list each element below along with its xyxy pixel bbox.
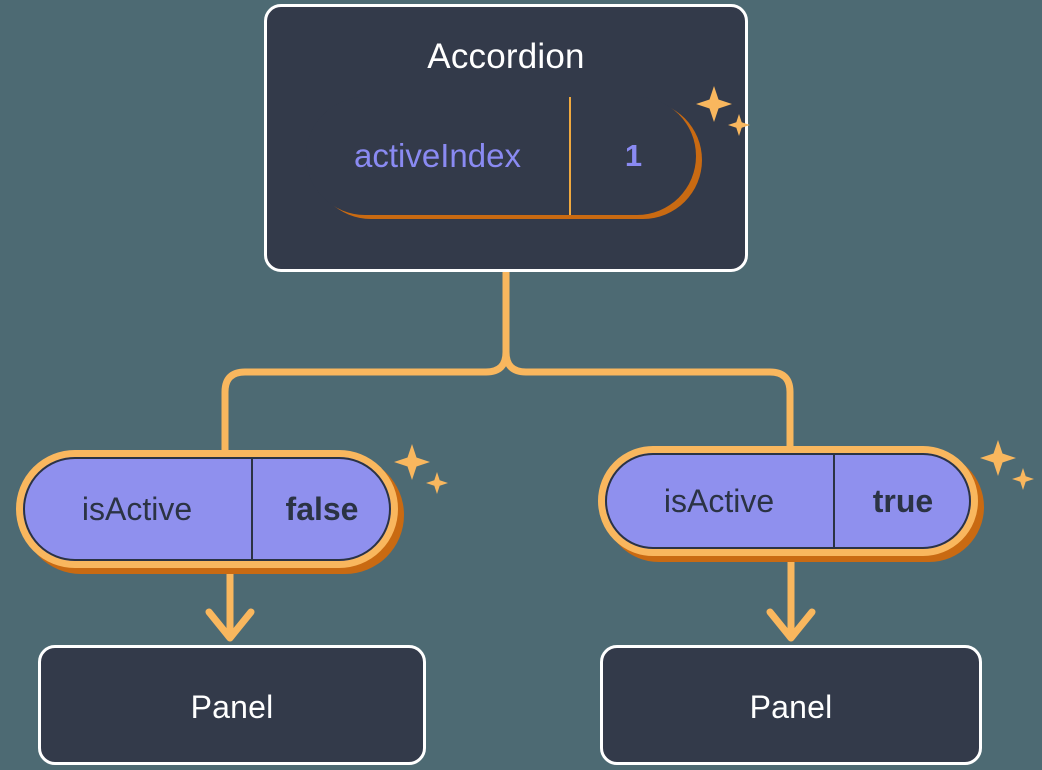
connector-branch-right (502, 348, 794, 456)
activeindex-state-pill[interactable]: activeIndex 1 (306, 97, 696, 215)
sparkles-icon (392, 442, 454, 504)
right-isactive-key: isActive (663, 482, 775, 519)
accordion-title: Accordion (427, 37, 585, 76)
left-panel-component-box[interactable]: Panel (38, 645, 426, 765)
arrow-head-left (205, 608, 255, 642)
right-isactive-state-pill[interactable]: isActive true (598, 446, 978, 556)
activeindex-key: activeIndex (306, 97, 571, 215)
activeindex-value: 1 (624, 138, 643, 173)
left-panel-title: Panel (190, 689, 274, 725)
connector-branch-left (221, 348, 510, 456)
right-panel-title: Panel (749, 689, 833, 725)
right-isactive-value: true (833, 453, 971, 549)
arrow-head-right (766, 608, 816, 642)
sparkles-icon (978, 438, 1040, 500)
left-isactive-key: isActive (81, 490, 193, 527)
right-panel-component-box[interactable]: Panel (600, 645, 982, 765)
left-isactive-state-pill[interactable]: isActive false (16, 450, 398, 568)
left-isactive-value: false (251, 457, 391, 561)
